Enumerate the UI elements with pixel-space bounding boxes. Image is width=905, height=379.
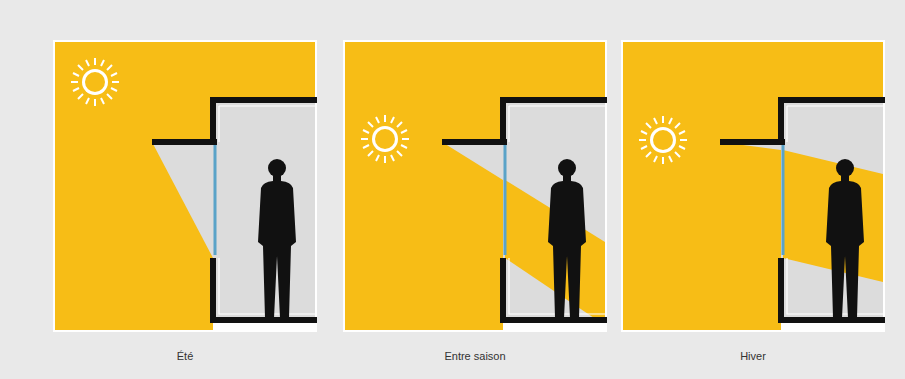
building (442, 100, 607, 320)
panel-caption: Hiver (740, 350, 766, 362)
shadow (152, 142, 213, 258)
panel-caption: Été (177, 350, 194, 362)
midseason-panel (343, 40, 607, 332)
shadow (442, 142, 503, 180)
person (548, 159, 586, 318)
summer-panel (53, 40, 317, 332)
sun (71, 58, 119, 106)
building (152, 100, 317, 320)
sun (639, 116, 687, 164)
sun (361, 115, 409, 163)
person (258, 159, 296, 318)
winter-panel (621, 40, 885, 332)
building (720, 100, 885, 320)
panel-caption: Entre saison (444, 350, 505, 362)
person (826, 159, 864, 318)
